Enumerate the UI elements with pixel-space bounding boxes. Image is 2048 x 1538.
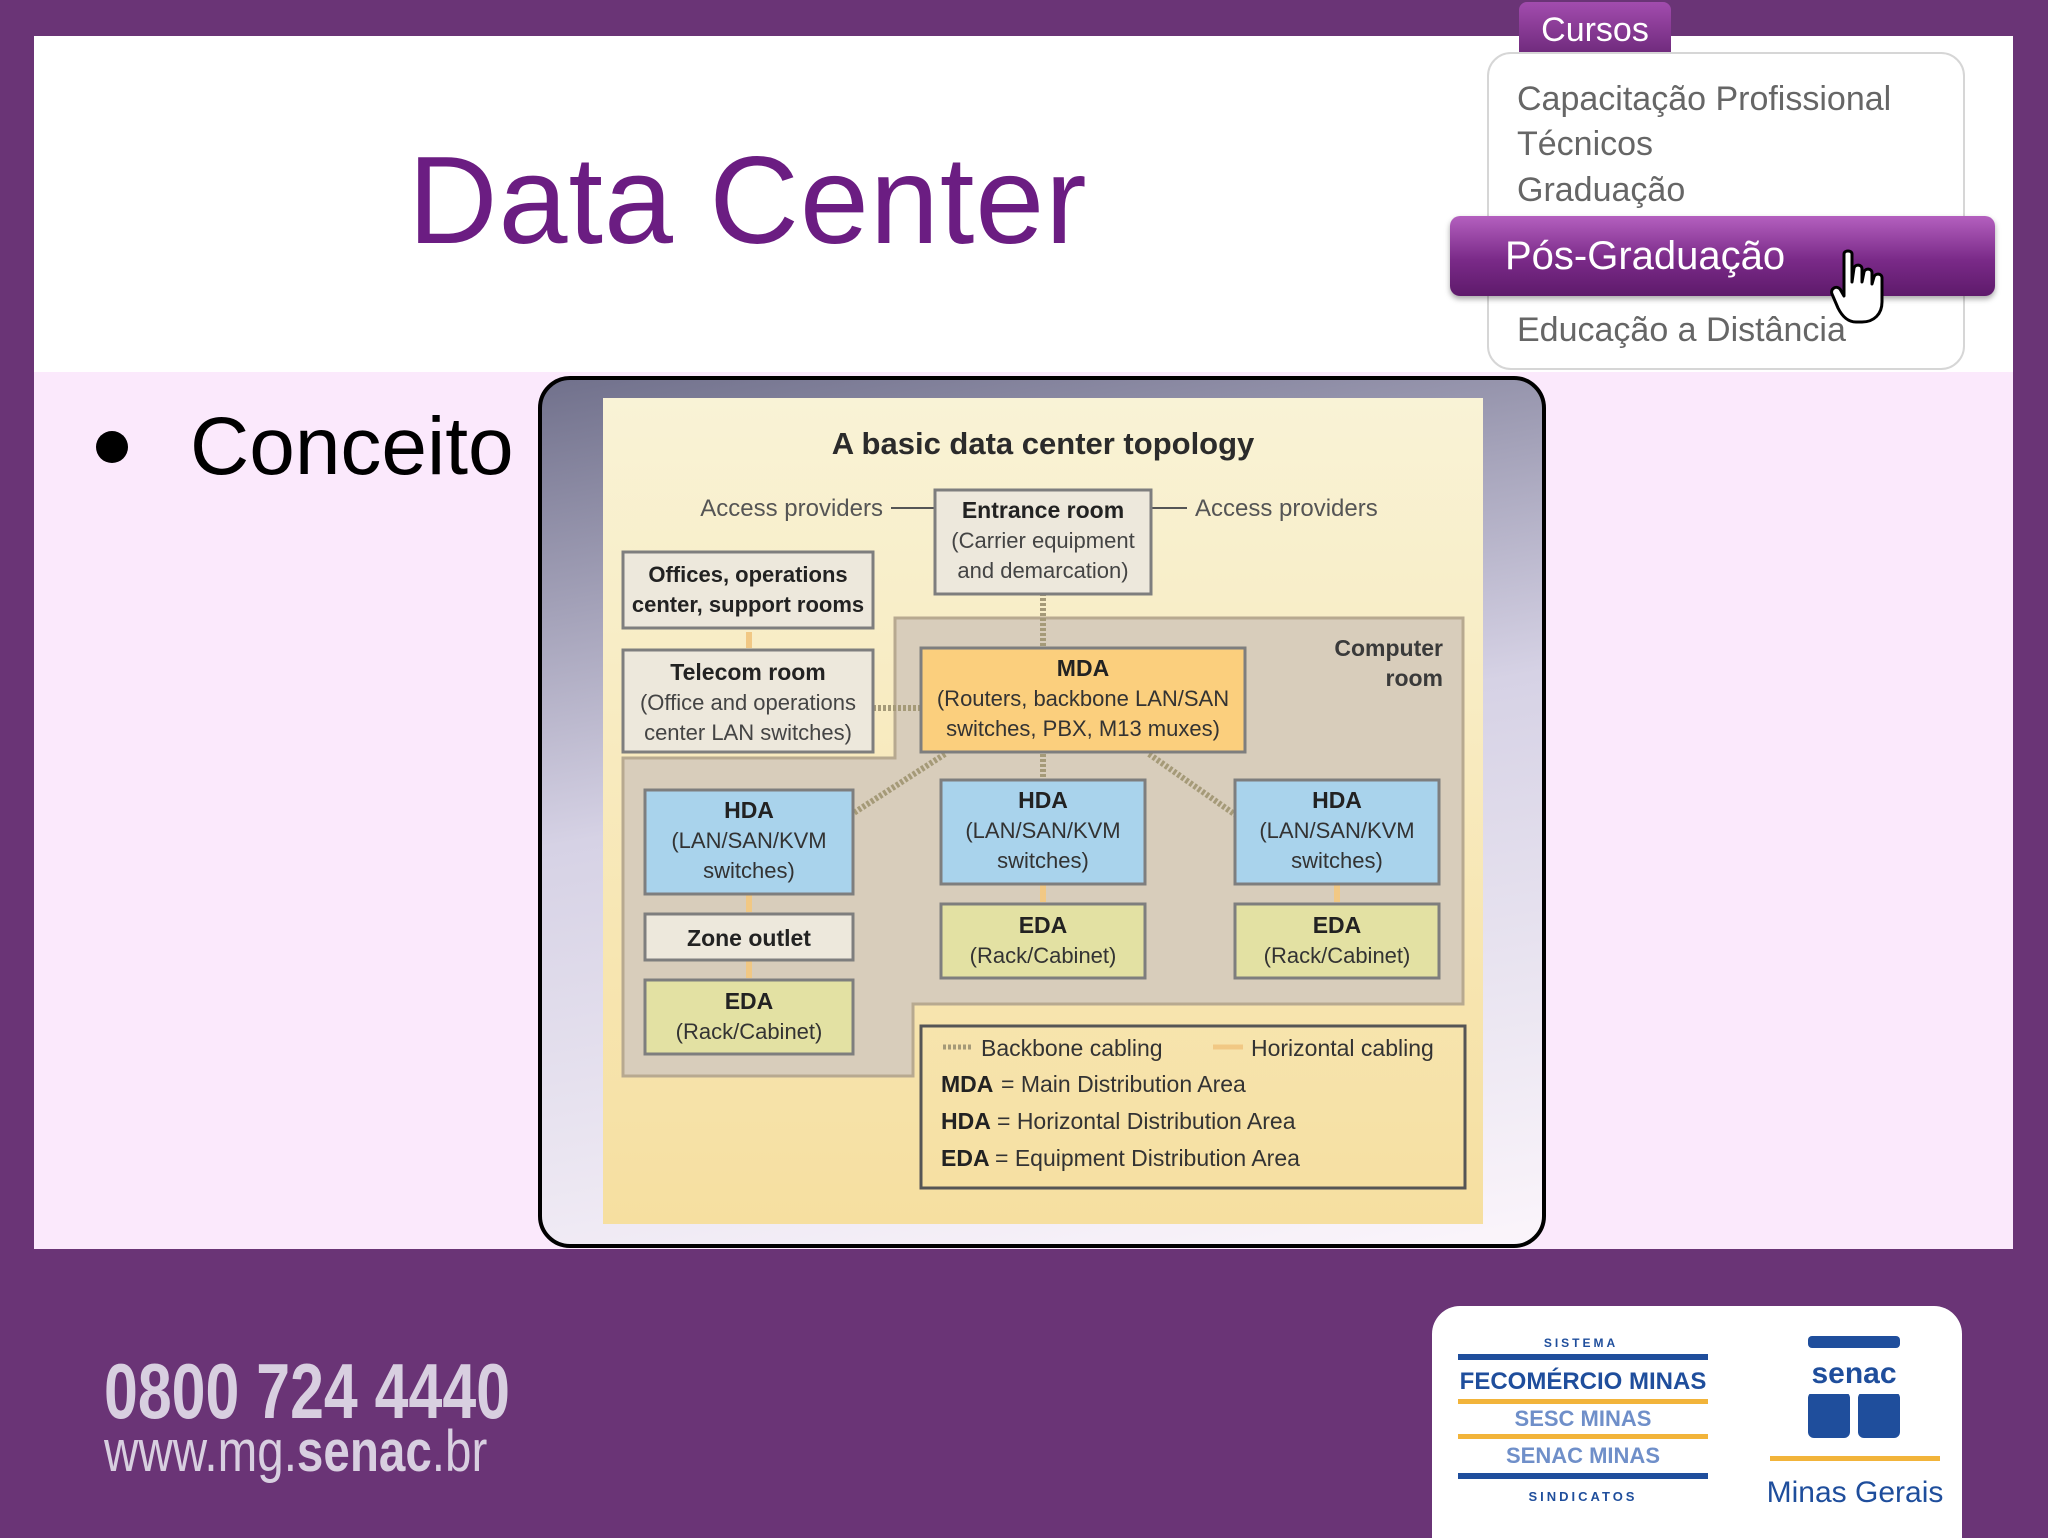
telecom-room-line1: (Office and operations [640, 690, 856, 715]
legend-mda-abbr: MDA [941, 1071, 993, 1097]
telecom-room-line2: center LAN switches) [644, 720, 852, 745]
hand-pointer-icon [1830, 249, 1884, 324]
logo-minas-gerais: Minas Gerais [1766, 1476, 1944, 1509]
footer-url-bold: senac [296, 1419, 432, 1484]
backbone-mda-hda3 [1147, 751, 1239, 819]
logo-bar-blue-top [1458, 1354, 1708, 1360]
eda-1-title: EDA [725, 988, 774, 1014]
footer-url-suffix: .br [431, 1419, 488, 1484]
eda-2-title: EDA [1019, 912, 1068, 938]
offices-line1: Offices, operations [648, 562, 847, 587]
telecom-room-box [621, 648, 875, 754]
zone-outlet-label: Zone outlet [687, 925, 811, 951]
logo-senac-minas: SENAC MINAS [1505, 1443, 1660, 1468]
eda-3-line1: (Rack/Cabinet) [1264, 943, 1411, 968]
slide-title: Data Center [408, 132, 1088, 270]
telecom-room-title: Telecom room [670, 659, 826, 685]
eda-1-line1: (Rack/Cabinet) [676, 1019, 823, 1044]
offices-box [621, 550, 875, 630]
footer-url[interactable]: www.mg.senac.br [104, 1418, 487, 1485]
logo-sistema: SISTEMA [1543, 1336, 1619, 1350]
entrance-room-title: Entrance room [962, 497, 1124, 523]
computer-room-label-2: room [1386, 665, 1444, 691]
hda-2-line1: (LAN/SAN/KVM [965, 818, 1120, 843]
bullet-item: Conceito [96, 400, 514, 494]
topology-diagram: Computer room A basic data center topolo… [603, 398, 1483, 1224]
course-menu-panel [1487, 52, 1965, 370]
computer-room-label-1: Computer [1334, 635, 1443, 661]
mda-line1: (Routers, backbone LAN/SAN [937, 686, 1229, 711]
access-providers-right: Access providers [1195, 495, 1378, 522]
access-providers-left: Access providers [700, 495, 883, 522]
course-item-capacitacao[interactable]: Capacitação Profissional [1517, 80, 1892, 118]
bullet-icon [96, 431, 128, 463]
diagram-title: A basic data center topology [832, 426, 1255, 461]
legend-hda-abbr: HDA [941, 1108, 991, 1134]
eda-box-2 [939, 902, 1147, 980]
legend-horizontal-label: Horizontal cabling [1251, 1035, 1434, 1061]
logo-bar-yellow-senac [1770, 1456, 1940, 1461]
eda-3-title: EDA [1313, 912, 1362, 938]
hda-3-title: HDA [1312, 787, 1362, 813]
logo-sindicatos: SINDICATOS [1528, 1489, 1638, 1504]
hda-box-2 [939, 778, 1147, 886]
legend-box [919, 1024, 1467, 1190]
hda-1-title: HDA [724, 797, 774, 823]
hda-3-line2: switches) [1291, 848, 1383, 873]
mda-line2: switches, PBX, M13 muxes) [946, 716, 1220, 741]
mda-box [919, 646, 1247, 754]
hda-box-1 [643, 788, 855, 896]
cursos-tab[interactable]: Cursos [1519, 2, 1671, 54]
legend-eda-def: = Equipment Distribution Area [995, 1145, 1300, 1171]
eda-box-3 [1233, 902, 1441, 980]
legend-mda-def: = Main Distribution Area [1001, 1071, 1246, 1097]
hda-1-line1: (LAN/SAN/KVM [671, 828, 826, 853]
entrance-room-line2: and demarcation) [957, 558, 1128, 583]
bullet-text: Conceito [190, 401, 514, 492]
hda-3-line1: (LAN/SAN/KVM [1259, 818, 1414, 843]
offices-line2: center, support rooms [632, 592, 864, 617]
hda-2-line2: switches) [997, 848, 1089, 873]
zone-outlet-box [643, 912, 855, 962]
backbone-mda-hda1 [847, 751, 947, 819]
logo-bar-yellow-1 [1458, 1399, 1708, 1404]
logo-bar-blue-bottom [1458, 1473, 1708, 1479]
legend-hda-def: = Horizontal Distribution Area [997, 1108, 1296, 1134]
hda-1-line2: switches) [703, 858, 795, 883]
eda-box-1 [643, 978, 855, 1056]
mda-title: MDA [1057, 655, 1109, 681]
course-item-pos-graduacao[interactable] [1450, 216, 1995, 296]
logo-fecomercio: FECOMÉRCIO MINAS [1459, 1368, 1707, 1395]
legend-backbone-label: Backbone cabling [981, 1035, 1163, 1061]
footer-url-prefix: www.mg. [104, 1419, 297, 1484]
course-item-tecnicos[interactable]: Técnicos [1517, 125, 1654, 163]
hda-2-title: HDA [1018, 787, 1068, 813]
eda-2-line1: (Rack/Cabinet) [970, 943, 1117, 968]
entrance-room-box [933, 488, 1153, 596]
logo-sesc: SESC MINAS [1514, 1406, 1652, 1431]
logo-bar-yellow-2 [1458, 1434, 1708, 1439]
entrance-room-line1: (Carrier equipment [951, 528, 1134, 553]
course-item-graduacao[interactable]: Graduação [1517, 171, 1686, 209]
legend-eda-abbr: EDA [941, 1145, 990, 1171]
logo-senac: senac [1796, 1354, 1912, 1394]
hda-box-3 [1233, 778, 1441, 886]
course-item-ead[interactable]: Educação a Distância [1517, 311, 1846, 349]
footer-phone: 0800 724 4440 [104, 1347, 511, 1435]
course-item-pos-graduacao-label: Pós-Graduação [1505, 234, 1786, 278]
